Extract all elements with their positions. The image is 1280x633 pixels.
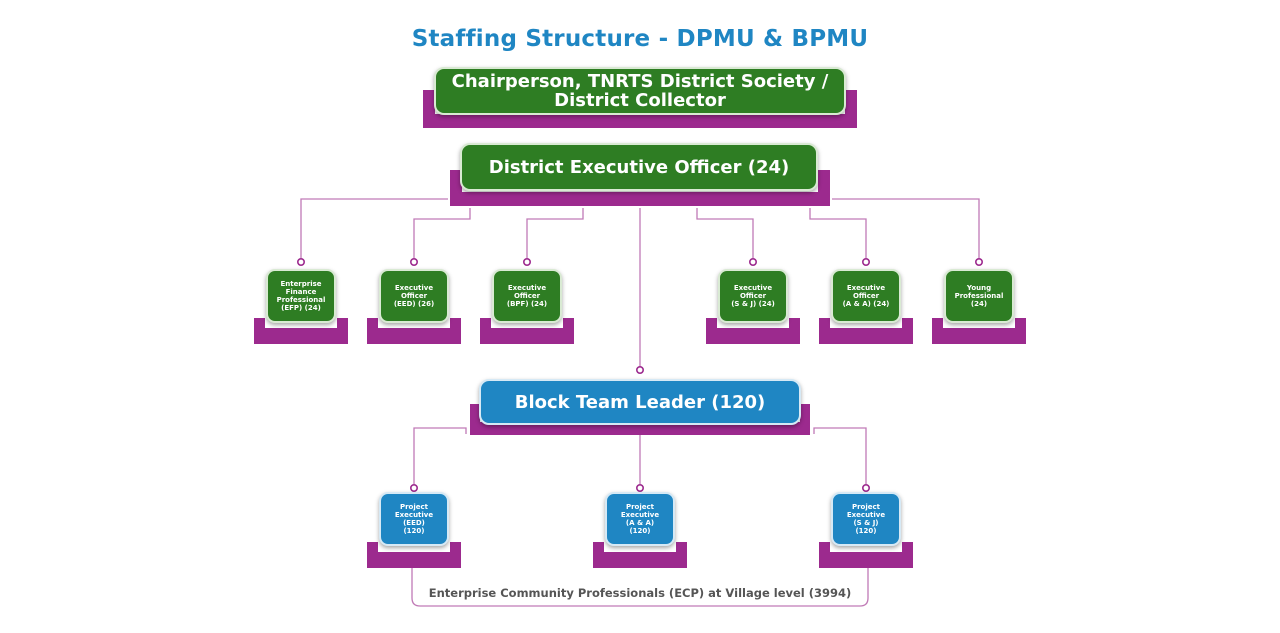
connector-pe-eed [413, 427, 467, 484]
officer-efp-line: (EFP) (24) [281, 304, 321, 312]
officer-eed-line: Executive [394, 284, 434, 292]
project-exec-aa-line: Project [625, 503, 655, 511]
project-exec-aa-line: (A & A) [625, 519, 655, 527]
project-exec-eed-line: (120) [403, 527, 425, 535]
officer-bpf-line: (BPF) (24) [506, 300, 548, 308]
node-dot-efp [296, 257, 305, 266]
connector-efp [300, 198, 448, 258]
connector-eed [413, 208, 471, 258]
officer-aa-line: Officer [852, 292, 880, 300]
officer-aa-line: (A & A) (24) [842, 300, 890, 308]
project-exec-sj-line: Project [851, 503, 881, 511]
officer-sj-line: (S & J) (24) [731, 300, 775, 308]
officer-sj-line: Officer [739, 292, 767, 300]
project-exec-eed-line: Executive [394, 511, 434, 519]
chairperson-box: Chairperson, TNRTS District Society / Di… [434, 67, 846, 115]
node-dot-sj [748, 257, 757, 266]
officer-young-professional-line: Young [966, 284, 992, 292]
district-exec-box: District Executive Officer (24) [460, 143, 818, 191]
project-exec-eed-line: (EED) [403, 519, 425, 527]
project-exec-aa-line: Executive [620, 511, 660, 519]
ecp-label: Enterprise Community Professionals (ECP)… [428, 586, 852, 600]
officer-eed-line: Officer [400, 292, 428, 300]
project-exec-sj-line: (S & J) [853, 519, 879, 527]
connector-yp [832, 198, 980, 258]
officer-young-professional-line: Professional [954, 292, 1004, 300]
chairperson-line1: Chairperson, TNRTS District Society / [451, 71, 829, 92]
officer-sj-line: Executive [733, 284, 773, 292]
block-leader-box: Block Team Leader (120) [479, 379, 801, 425]
officer-eed-line: (EED) (26) [393, 300, 435, 308]
chairperson-line2: District Collector [554, 90, 726, 111]
node-dot-pe-eed [409, 483, 418, 492]
ecp-bracket [411, 568, 869, 607]
officer-aa-line: Executive [846, 284, 886, 292]
officer-efp-line: Finance [285, 288, 317, 296]
officer-young-professional-line: (24) [970, 300, 988, 308]
node-dot-pe-sj [861, 483, 870, 492]
node-dot-aa [861, 257, 870, 266]
officer-efp-line: Enterprise [280, 280, 322, 288]
connector-bpf [526, 208, 584, 258]
connector-sj [696, 208, 754, 258]
officer-efp-line: Professional [276, 296, 326, 304]
project-exec-sj-line: Executive [846, 511, 886, 519]
connector-pe-sj [813, 427, 867, 484]
project-exec-sj-line: (120) [855, 527, 877, 535]
node-dot-block [635, 365, 644, 374]
node-dot-yp [974, 257, 983, 266]
node-dot-pe-aa [635, 483, 644, 492]
officer-bpf-line: Executive [507, 284, 547, 292]
node-dot-eed [409, 257, 418, 266]
chart-title: Staffing Structure - DPMU & BPMU [411, 26, 869, 52]
node-dot-bpf [522, 257, 531, 266]
project-exec-aa-line: (120) [629, 527, 651, 535]
officer-bpf-line: Officer [513, 292, 541, 300]
connector-aa [809, 208, 867, 258]
project-exec-eed-line: Project [399, 503, 429, 511]
